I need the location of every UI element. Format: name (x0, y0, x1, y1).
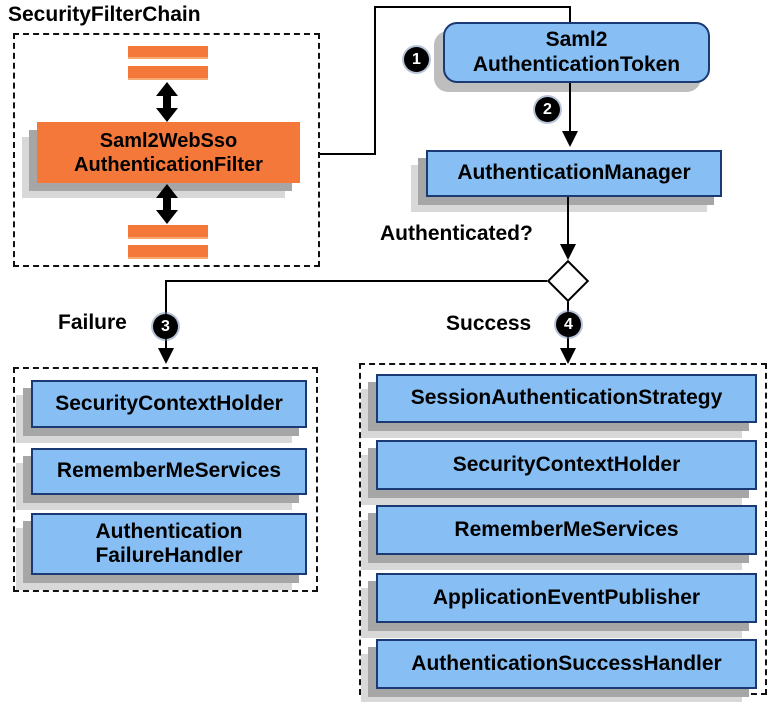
connector-line (567, 197, 569, 244)
box-label: AuthenticationSuccessHandler (411, 651, 722, 675)
security-context-holder-box: SecurityContextHolder (376, 440, 757, 490)
success-label: Success (446, 312, 532, 335)
filter-placeholder-bar (128, 46, 208, 59)
arrowhead-down-icon (560, 348, 576, 364)
failure-label: Failure (58, 311, 127, 334)
arrowhead-down-icon (158, 348, 174, 364)
failure-handlers-box (13, 367, 318, 592)
filter-placeholder-bar (128, 245, 208, 259)
double-arrow-icon (156, 82, 178, 122)
failure-branch-line (166, 280, 547, 282)
double-arrow-icon (156, 184, 178, 224)
filter-placeholder-bar (128, 66, 208, 80)
box-label-line1: Authentication (95, 519, 243, 543)
saml2-authentication-token-box: Saml2 AuthenticationToken (443, 22, 710, 83)
application-event-publisher-box: ApplicationEventPublisher (376, 573, 757, 623)
remember-me-services-box: RememberMeServices (376, 505, 757, 555)
box-label: ApplicationEventPublisher (432, 585, 701, 609)
decision-diamond (546, 259, 590, 303)
token-label-line1: Saml2 (545, 28, 608, 52)
step-1-badge: 1 (404, 47, 429, 72)
arrowhead-down-icon (562, 131, 578, 147)
connector-line (569, 83, 571, 133)
box-label: RememberMeServices (454, 517, 679, 541)
connector-line (374, 6, 571, 8)
security-filter-chain-box (13, 33, 320, 267)
box-label: SessionAuthenticationStrategy (410, 386, 723, 410)
step-3-badge: 3 (153, 314, 178, 339)
connector-line (569, 6, 571, 22)
filter-placeholder-bar (128, 225, 208, 239)
step-2-badge: 2 (535, 97, 560, 122)
authentication-success-handler-box: AuthenticationSuccessHandler (376, 639, 757, 689)
session-authentication-strategy-box: SessionAuthenticationStrategy (376, 374, 757, 423)
box-label: RememberMeServices (56, 459, 282, 483)
box-label: SecurityContextHolder (55, 391, 283, 415)
box-label-line2: FailureHandler (95, 544, 243, 567)
filter-label-line2: AuthenticationFilter (74, 153, 263, 176)
box-label: SecurityContextHolder (452, 452, 681, 476)
filter-label-line1: Saml2WebSso (99, 129, 238, 152)
saml2-web-sso-authentication-filter-box: Saml2WebSso AuthenticationFilter (37, 122, 300, 183)
connector-line (374, 6, 376, 155)
authentication-manager-box: AuthenticationManager (426, 150, 722, 197)
remember-me-services-box: RememberMeServices (31, 448, 307, 495)
authenticated-question-label: Authenticated? (380, 222, 533, 245)
authentication-failure-handler-box: Authentication FailureHandler (31, 513, 307, 575)
arrowhead-down-icon (560, 244, 576, 260)
security-context-holder-box: SecurityContextHolder (31, 380, 307, 428)
connector-line (320, 153, 376, 155)
manager-label: AuthenticationManager (457, 161, 691, 185)
security-filter-chain-title: SecurityFilterChain (8, 3, 201, 26)
success-handlers-box (359, 363, 767, 695)
step-4-badge: 4 (556, 312, 581, 337)
token-label-line2: AuthenticationToken (472, 52, 681, 76)
